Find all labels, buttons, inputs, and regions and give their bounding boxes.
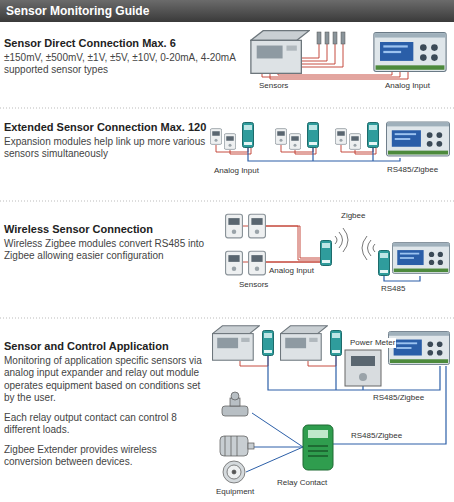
section-text: Expansion modules help link up more vari… bbox=[4, 136, 207, 161]
page-title: Sensor Monitoring Guide bbox=[6, 4, 149, 18]
device-label: RS485/Zigbee bbox=[372, 393, 425, 403]
section-heading: Extended Sensor Connection Max. 120 bbox=[4, 121, 207, 135]
device-label: Analog Input bbox=[268, 266, 315, 276]
section-text: Zigbee Extender provides wireless conver… bbox=[4, 444, 207, 469]
section-block: Wireless Sensor ConnectionWireless Zigbe… bbox=[4, 223, 219, 263]
device-label: RS485/Zigbee bbox=[386, 165, 439, 175]
section-text: Wireless Zigbee modules convert RS485 in… bbox=[4, 238, 219, 263]
extended-connection-figure bbox=[210, 122, 449, 161]
section-block: Sensor Direct Connection Max. 6±150mV, ±… bbox=[4, 37, 242, 77]
section-heading: Wireless Sensor Connection bbox=[4, 223, 219, 237]
section-block: Extended Sensor Connection Max. 120Expan… bbox=[4, 121, 207, 161]
device-label: Relay Contact bbox=[276, 478, 328, 488]
wireless-connection-figure bbox=[226, 214, 450, 281]
device-label: RS485/Zigbee bbox=[350, 431, 403, 441]
header-band bbox=[0, 0, 454, 22]
device-label: Power Meter bbox=[349, 338, 396, 348]
section-block: Sensor and Control ApplicationMonitoring… bbox=[4, 340, 207, 469]
section-text: Each relay output contact can control 8 … bbox=[4, 412, 207, 437]
device-label: Sensors bbox=[258, 81, 289, 91]
device-label: Equipment bbox=[215, 487, 255, 497]
section-heading: Sensor Direct Connection Max. 6 bbox=[4, 37, 242, 51]
section-separators bbox=[0, 108, 454, 318]
device-label: Analog Input bbox=[213, 166, 260, 176]
device-label: Sensors bbox=[238, 280, 269, 290]
device-label: RS485 bbox=[380, 284, 406, 294]
device-label: Analog Input bbox=[384, 81, 431, 91]
section-text: ±150mV, ±500mV, ±1V, ±5V, ±10V, 0-20mA, … bbox=[4, 52, 242, 77]
direct-connection-figure bbox=[251, 31, 446, 79]
control-application-figure bbox=[213, 326, 450, 483]
device-label: Zigbee bbox=[340, 211, 366, 221]
section-text: Monitoring of application specific senso… bbox=[4, 355, 207, 405]
section-heading: Sensor and Control Application bbox=[4, 340, 207, 354]
